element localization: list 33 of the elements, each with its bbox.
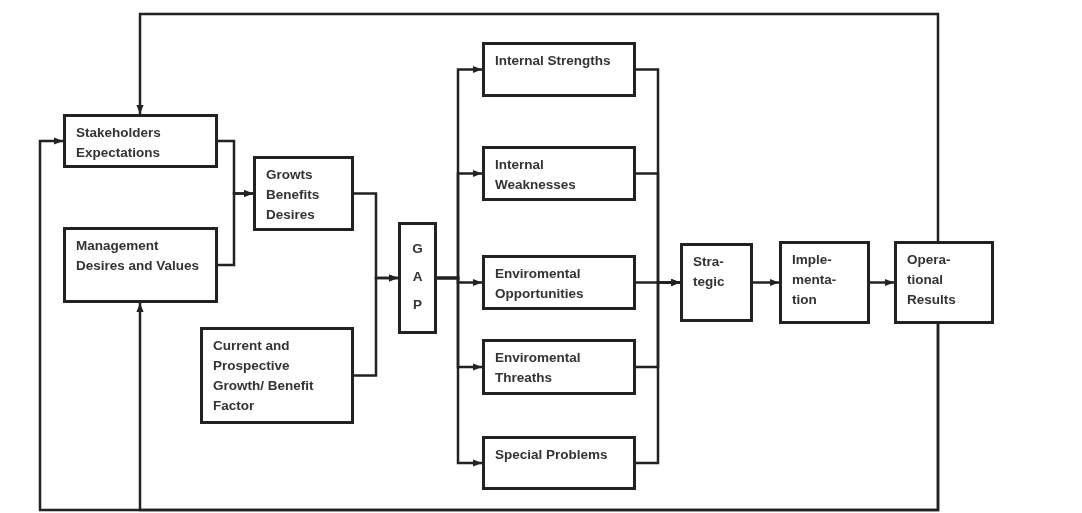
arrow — [870, 278, 894, 287]
box-label: Enviromental Threaths — [495, 349, 582, 387]
arrow — [218, 189, 253, 267]
box-label: Growts Benefits Desires — [266, 166, 321, 224]
process-box — [482, 339, 636, 395]
box-label: Imple- menta- tion — [792, 251, 838, 309]
box-label: Stakeholders Expectations — [76, 124, 162, 162]
box-label: Management Desires and Values — [76, 237, 201, 275]
process-box — [482, 436, 636, 490]
box-label: Internal Weaknesses — [495, 156, 577, 194]
process-box — [482, 255, 636, 310]
box-label: Opera- tional Results — [907, 251, 957, 309]
box-label: Enviromental Opportunities — [495, 265, 585, 303]
process-box — [63, 227, 218, 303]
box-label: Stra- tegic — [693, 253, 726, 291]
box-label: Current and Prospective Growth/ Benefit Factor — [213, 337, 315, 415]
process-box — [779, 241, 870, 324]
box-label: Internal Strengths — [495, 52, 612, 70]
arrow — [38, 137, 940, 512]
process-box — [894, 241, 994, 324]
process-box — [63, 114, 218, 168]
process-box — [398, 222, 437, 334]
process-box — [200, 327, 354, 424]
box-label: GAP — [411, 240, 424, 314]
arrow — [354, 274, 398, 377]
process-box — [482, 146, 636, 201]
process-box — [680, 243, 753, 322]
process-box — [482, 42, 636, 97]
process-box — [253, 156, 354, 231]
arrow — [753, 278, 779, 287]
arrow — [437, 276, 482, 467]
arrow — [136, 12, 940, 241]
box-label: Special Problems — [495, 446, 609, 464]
